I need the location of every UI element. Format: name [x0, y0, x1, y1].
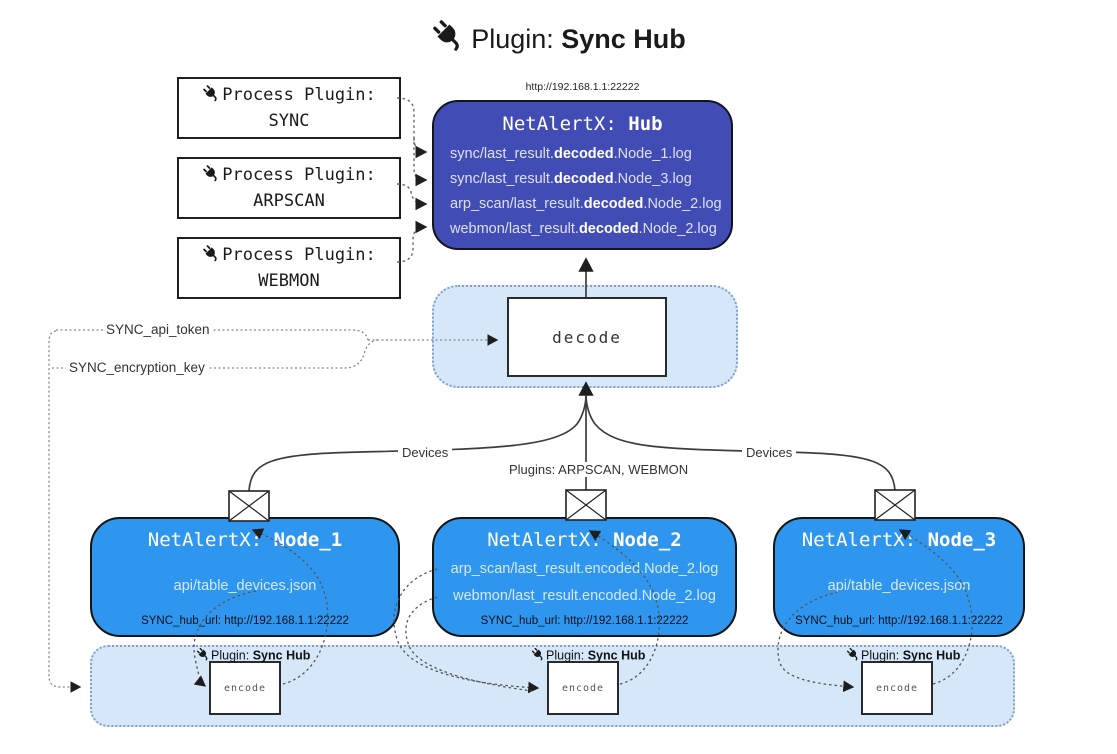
sync-api-token-label: SYNC_api_token — [103, 322, 213, 337]
process-plugin-sync-box: Process Plugin: SYNC — [177, 77, 401, 139]
node-title: NetAlertX: Node_2 — [487, 529, 682, 551]
node-file-line: webmon/last_result.encoded.Node_2.log — [453, 588, 716, 604]
plug-icon — [846, 647, 858, 661]
process-plugin-label: Process Plugin: — [222, 244, 376, 265]
hub-log-line: sync/last_result.decoded.Node_1.log — [450, 146, 692, 162]
title-name: Sync Hub — [561, 23, 686, 54]
encode-plugin-label: Plugin: Sync Hub — [196, 647, 310, 662]
envelope-icon — [874, 489, 916, 521]
process-plugin-arpscan-box: Process Plugin: ARPSCAN — [177, 157, 401, 219]
plug-icon — [203, 244, 217, 262]
hub-title: NetAlertX: Hub — [434, 113, 731, 135]
page-title: Plugin: Sync Hub — [0, 18, 1117, 55]
title-label: Plugin: — [471, 23, 554, 54]
node-title: NetAlertX: Node_1 — [147, 529, 343, 551]
plug-icon — [196, 647, 208, 661]
hub-url-label: http://192.168.1.1:22222 — [525, 81, 640, 93]
encode-plugin-label: Plugin: Sync Hub — [531, 647, 645, 662]
plugins-center-label: Plugins: ARPSCAN, WEBMON — [505, 462, 693, 477]
plug-icon — [531, 647, 543, 661]
devices-left-label: Devices — [398, 445, 453, 460]
hub-log-line: webmon/last_result.decoded.Node_2.log — [450, 221, 717, 237]
plug-icon — [433, 20, 459, 51]
hub-log-line: sync/last_result.decoded.Node_3.log — [450, 171, 692, 187]
hub-log-line: arp_scan/last_result.decoded.Node_2.log — [450, 196, 722, 212]
node-hub-url: SYNC_hub_url: http://192.168.1.1:22222 — [795, 615, 1003, 627]
encode-box: encode — [209, 661, 281, 715]
envelope-icon — [565, 489, 607, 521]
node-hub-url: SYNC_hub_url: http://192.168.1.1:22222 — [480, 615, 689, 627]
node-file-line: api/table_devices.json — [173, 578, 317, 594]
node-title: NetAlertX: Node_3 — [801, 529, 997, 551]
process-plugin-label: Process Plugin: — [222, 84, 376, 105]
node-1-box: NetAlertX: Node_1 api/table_devices.json… — [90, 517, 400, 637]
hub-title-prefix: NetAlertX: — [502, 113, 617, 135]
hub-title-name: Hub — [628, 113, 663, 135]
devices-right-label: Devices — [742, 445, 797, 460]
node-file-line: arp_scan/last_result.encoded.Node_2.log — [450, 561, 719, 577]
node-2-box: NetAlertX: Node_2 arp_scan/last_result.e… — [432, 517, 737, 637]
process-plugin-webmon-box: Process Plugin: WEBMON — [177, 237, 401, 299]
process-plugin-name: ARPSCAN — [253, 191, 325, 211]
process-plugin-name: SYNC — [268, 111, 310, 131]
sync-encryption-key-label: SYNC_encryption_key — [66, 360, 208, 375]
node-3-box: NetAlertX: Node_3 api/table_devices.json… — [773, 517, 1025, 637]
plug-icon — [203, 164, 217, 182]
plug-icon — [203, 84, 217, 102]
encode-plugin-label: Plugin: Sync Hub — [846, 647, 960, 662]
encode-box: encode — [547, 661, 619, 715]
hub-box: NetAlertX: Hub sync/last_result.decoded.… — [432, 100, 733, 250]
process-plugin-name: WEBMON — [258, 271, 320, 291]
process-plugin-label: Process Plugin: — [222, 164, 376, 185]
plugin-to-hub-connectors — [396, 97, 428, 263]
encode-box: encode — [861, 661, 933, 715]
node-file-line: api/table_devices.json — [827, 578, 971, 594]
node-hub-url: SYNC_hub_url: http://192.168.1.1:22222 — [141, 615, 349, 627]
decode-box: decode — [507, 297, 667, 377]
